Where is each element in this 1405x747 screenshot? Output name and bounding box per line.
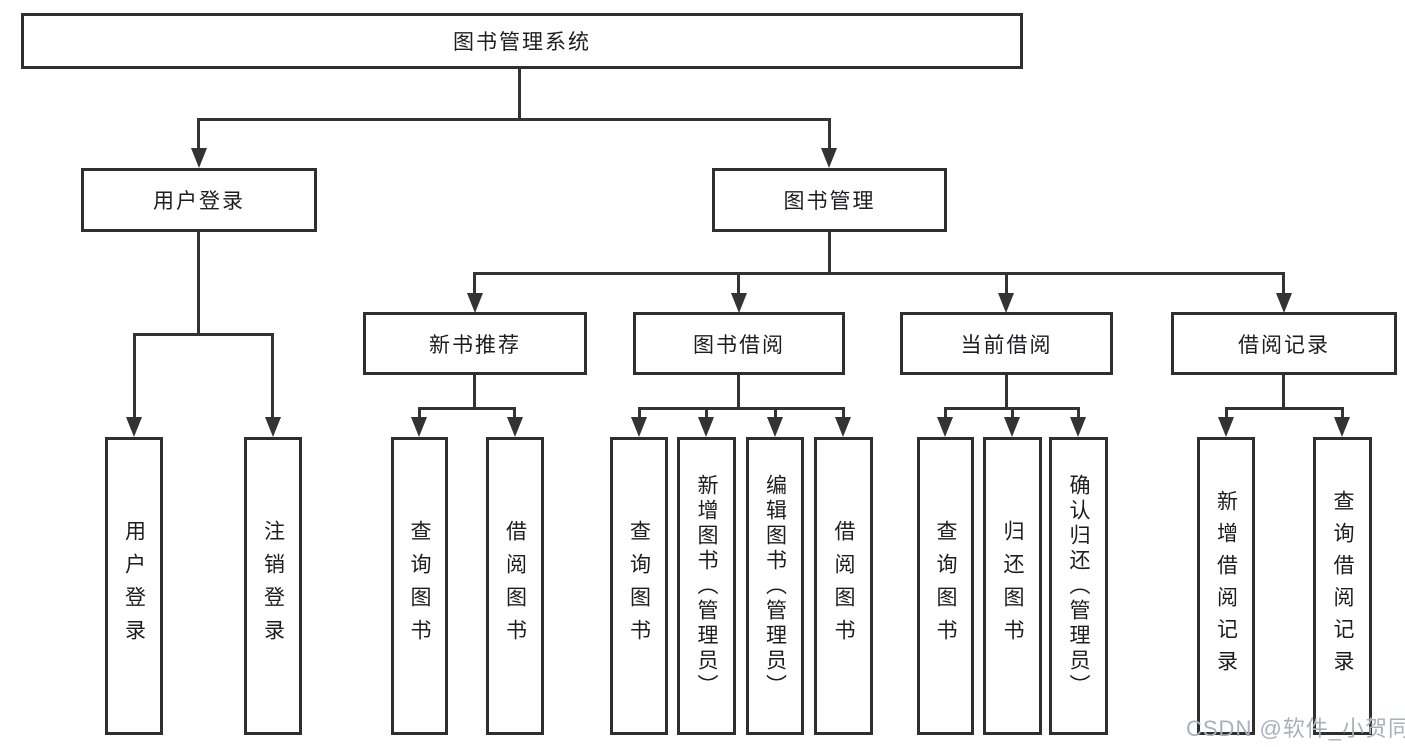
node-box-book-management: 图书管理 xyxy=(712,168,947,232)
connector-line xyxy=(473,272,1284,275)
node-label-rec-borrow-book: 借阅图书 xyxy=(503,520,527,652)
node-label-bb-query-book: 查询图书 xyxy=(627,520,651,652)
node-label-leaf-logout: 注销登录 xyxy=(261,520,285,652)
connector-line xyxy=(1005,375,1008,409)
connector-line xyxy=(705,407,708,419)
arrow-down-icon xyxy=(191,148,207,168)
arrow-down-icon xyxy=(411,417,427,437)
arrow-down-icon xyxy=(1070,417,1086,437)
connector-line xyxy=(418,407,421,419)
connector-line xyxy=(197,118,831,121)
arrow-down-icon xyxy=(731,293,747,313)
node-box-leaf-logout: 注销登录 xyxy=(244,437,302,735)
node-label-bb-edit-book-admin: 编辑图书（管理员） xyxy=(763,473,787,699)
arrow-down-icon xyxy=(998,293,1014,313)
connector-line xyxy=(418,407,516,410)
connector-line xyxy=(197,232,200,335)
connector-line xyxy=(1225,407,1343,410)
csdn-watermark: CSDN @软件_小贺同学 xyxy=(1186,716,1405,741)
connector-line xyxy=(133,333,274,336)
node-label-br-add-record: 新增借阅记录 xyxy=(1214,490,1238,682)
arrow-down-icon xyxy=(1276,293,1292,313)
connector-line xyxy=(944,407,947,419)
connector-line xyxy=(1282,272,1285,295)
arrow-down-icon xyxy=(631,417,647,437)
connector-line xyxy=(638,407,844,410)
connector-line xyxy=(1341,407,1344,419)
node-label-cb-return-book: 归还图书 xyxy=(1001,520,1024,652)
arrow-down-icon xyxy=(835,417,851,437)
node-box-bb-edit-book-admin: 编辑图书（管理员） xyxy=(746,437,804,735)
node-label-user-login: 用户登录 xyxy=(153,190,245,213)
connector-line xyxy=(1005,272,1008,295)
arrow-down-icon xyxy=(265,417,281,437)
node-box-rec-borrow-book: 借阅图书 xyxy=(486,437,544,735)
node-label-book-management: 图书管理 xyxy=(783,190,876,213)
node-box-cb-query-book: 查询图书 xyxy=(917,437,974,735)
node-box-cb-return-book: 归还图书 xyxy=(983,437,1042,735)
node-label-rec-query-book: 查询图书 xyxy=(408,520,431,652)
arrow-down-icon xyxy=(1334,417,1350,437)
connector-line xyxy=(638,407,641,419)
node-label-leaf-user-login: 用户登录 xyxy=(122,520,146,652)
node-box-cb-confirm-return-admin: 确认归还（管理员） xyxy=(1049,437,1108,735)
connector-line xyxy=(271,333,274,419)
node-label-root: 图书管理系统 xyxy=(453,31,591,54)
node-label-borrow-record: 借阅记录 xyxy=(1238,333,1330,357)
connector-line xyxy=(1011,407,1014,419)
node-box-user-login: 用户登录 xyxy=(81,168,317,232)
arrow-down-icon xyxy=(1004,417,1020,437)
node-box-bb-query-book: 查询图书 xyxy=(610,437,668,735)
connector-line xyxy=(473,272,476,295)
node-label-bb-borrow-book: 借阅图书 xyxy=(832,520,855,652)
connector-line xyxy=(518,67,521,120)
arrow-down-icon xyxy=(507,417,523,437)
node-box-bb-add-book-admin: 新增图书（管理员） xyxy=(677,437,736,735)
connector-line xyxy=(513,407,516,419)
node-label-book-borrow: 图书借阅 xyxy=(693,333,785,357)
node-box-book-borrow: 图书借阅 xyxy=(633,312,845,375)
connector-line xyxy=(1225,407,1228,419)
arrow-down-icon xyxy=(767,417,783,437)
connector-line xyxy=(197,118,200,150)
arrow-down-icon xyxy=(1218,417,1234,437)
connector-line xyxy=(737,272,740,295)
node-box-current-borrow: 当前借阅 xyxy=(900,312,1113,375)
node-box-br-query-record: 查询借阅记录 xyxy=(1313,437,1372,735)
node-label-br-query-record: 查询借阅记录 xyxy=(1331,490,1354,682)
arrow-down-icon xyxy=(698,417,714,437)
connector-line xyxy=(774,407,777,419)
node-box-borrow-record: 借阅记录 xyxy=(1171,312,1397,375)
arrow-down-icon xyxy=(126,417,142,437)
connector-line xyxy=(1077,407,1080,419)
connector-line xyxy=(842,407,845,419)
arrow-down-icon xyxy=(821,148,837,168)
node-box-root: 图书管理系统 xyxy=(21,13,1023,69)
node-label-cb-query-book: 查询图书 xyxy=(934,520,957,652)
node-box-bb-borrow-book: 借阅图书 xyxy=(814,437,873,735)
connector-line xyxy=(1282,375,1285,409)
node-box-new-book-recommend: 新书推荐 xyxy=(363,312,587,375)
connector-line xyxy=(737,375,740,409)
connector-line xyxy=(473,375,476,409)
node-label-current-borrow: 当前借阅 xyxy=(960,333,1053,357)
connector-line xyxy=(133,333,136,419)
node-label-new-book-recommend: 新书推荐 xyxy=(429,333,521,357)
node-box-br-add-record: 新增借阅记录 xyxy=(1197,437,1255,735)
arrow-down-icon xyxy=(467,293,483,313)
node-box-leaf-user-login: 用户登录 xyxy=(105,437,163,735)
node-label-cb-confirm-return-admin: 确认归还（管理员） xyxy=(1067,473,1090,699)
connector-line xyxy=(828,118,831,150)
connector-line xyxy=(828,232,831,274)
node-label-bb-add-book-admin: 新增图书（管理员） xyxy=(695,473,718,699)
node-box-rec-query-book: 查询图书 xyxy=(391,437,448,735)
arrow-down-icon xyxy=(937,417,953,437)
